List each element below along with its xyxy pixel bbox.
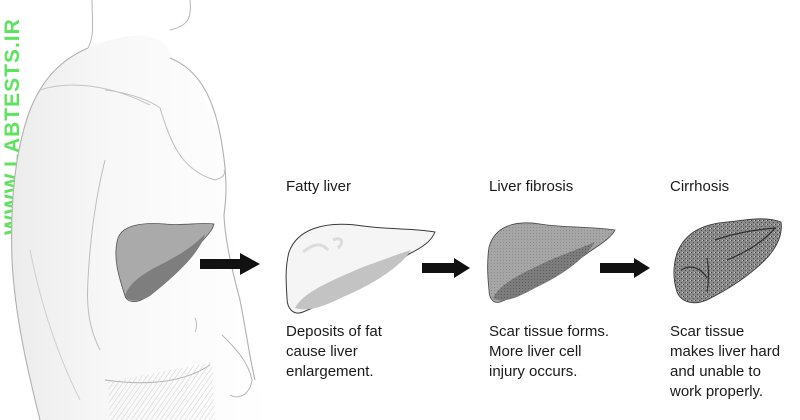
stage-description-cirrhosis: Scar tissue makes liver hard and unable … [670,323,781,400]
stage-title-liver-fibrosis: Liver fibrosis [489,178,574,195]
liver-fibrosis-illustration [487,222,616,303]
stage-description-fatty-liver: Deposits of fat cause liver enlargement. [286,323,382,380]
arrow-right-icon [200,253,260,275]
stage-title-fatty-liver: Fatty liver [286,178,352,195]
fatty-liver-illustration [285,223,436,314]
arrow-right-icon [600,258,650,278]
stage-title-cirrhosis: Cirrhosis [670,178,730,195]
healthy-liver [115,223,215,302]
human-torso-illustration [11,0,270,420]
cirrhosis-illustration [673,218,782,304]
arrow-right-icon [422,258,470,278]
stage-description-liver-fibrosis: Scar tissue forms. More liver cell injur… [489,323,610,380]
